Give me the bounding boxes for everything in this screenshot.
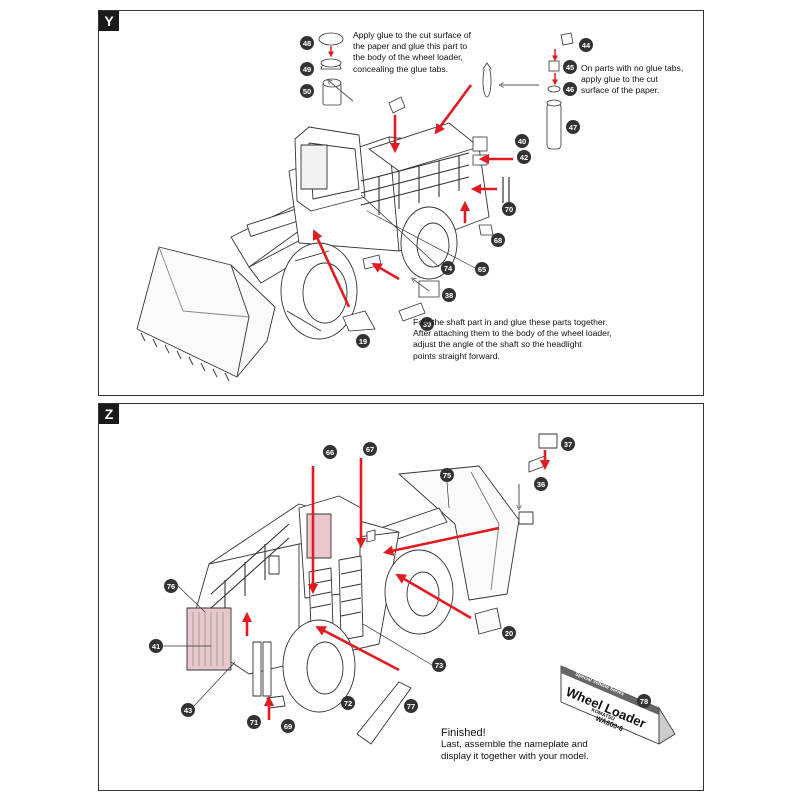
svg-text:66: 66 — [326, 448, 334, 457]
part-75-bubble: 75 — [440, 468, 454, 482]
part-45-bubble: 45 — [563, 60, 577, 74]
parts-44-47 — [342, 32, 574, 332]
part-46-bubble: 46 — [563, 82, 577, 96]
svg-text:39: 39 — [423, 320, 431, 329]
fender-part — [356, 681, 412, 745]
radiator-grille — [186, 607, 232, 671]
part-76-bubble: 76 — [164, 579, 178, 593]
svg-text:50: 50 — [303, 87, 311, 96]
svg-text:77: 77 — [407, 702, 415, 711]
svg-text:20: 20 — [505, 629, 513, 638]
svg-text:65: 65 — [478, 265, 486, 274]
svg-text:74: 74 — [444, 264, 453, 273]
svg-text:38: 38 — [445, 291, 453, 300]
svg-text:49: 49 — [303, 65, 311, 74]
part-67-bubble: 67 — [363, 442, 377, 456]
svg-text:73: 73 — [435, 661, 443, 670]
part-44-bubble: 44 — [579, 38, 593, 52]
svg-text:76: 76 — [167, 582, 175, 591]
part-40-bubble: 40 — [515, 134, 529, 148]
shaft-note: Fold the shaft part in and glue these pa… — [413, 317, 612, 361]
railing — [360, 152, 470, 215]
svg-text:71: 71 — [250, 718, 258, 727]
svg-text:36: 36 — [537, 480, 545, 489]
part-36-bubble: 36 — [534, 477, 548, 491]
svg-text:45: 45 — [566, 63, 574, 72]
part-38-bubble: 38 — [442, 288, 456, 302]
part-37-bubble: 37 — [561, 437, 575, 451]
part-bubbles-z: 37 36 66 67 75 76 41 43 71 69 72 77 73 2… — [149, 437, 651, 733]
svg-text:78: 78 — [640, 697, 648, 706]
part-70-bubble: 70 — [502, 202, 516, 216]
assembly-arrows — [241, 450, 551, 720]
svg-text:47: 47 — [569, 123, 577, 132]
step-z-panel: Z — [98, 403, 704, 791]
svg-text:75: 75 — [443, 471, 451, 480]
part-73-bubble: 73 — [432, 658, 446, 672]
part-47-bubble: 47 — [566, 120, 580, 134]
finished-body: Last, assemble the nameplate and display… — [441, 739, 589, 762]
part-42-bubble: 42 — [517, 150, 531, 164]
part-78-bubble: 78 — [637, 694, 651, 708]
bucket — [398, 465, 520, 601]
part-39-bubble: 39 — [420, 317, 434, 331]
part-50-bubble: 50 — [300, 84, 314, 98]
wheel-loader-rear-illustration — [186, 433, 558, 745]
part-bubbles-y: 48 49 50 44 45 46 47 40 42 70 68 74 65 3… — [300, 36, 593, 348]
parts-48-50 — [318, 32, 492, 114]
svg-text:48: 48 — [303, 39, 311, 48]
step-y-diagram: 48 49 50 44 45 46 47 40 42 70 68 74 65 3… — [136, 32, 593, 382]
finished-title: Finished! — [441, 727, 486, 739]
part-66-bubble: 66 — [323, 445, 337, 459]
svg-text:72: 72 — [344, 699, 352, 708]
railing — [210, 523, 290, 614]
step-y-label: Y — [99, 11, 119, 31]
step-z-diagram: Special Vehicle Series Wheel Loader KOMA… — [149, 433, 676, 745]
svg-text:46: 46 — [566, 85, 574, 94]
part-77-bubble: 77 — [404, 699, 418, 713]
svg-text:40: 40 — [518, 137, 526, 146]
part-69-bubble: 69 — [281, 719, 295, 733]
part-68-bubble: 68 — [491, 233, 505, 247]
part-43-bubble: 43 — [181, 703, 195, 717]
svg-text:44: 44 — [582, 41, 591, 50]
part-71-bubble: 71 — [247, 715, 261, 729]
svg-text:69: 69 — [284, 722, 292, 731]
svg-text:70: 70 — [505, 205, 513, 214]
part-20-bubble: 20 — [502, 626, 516, 640]
wheel-loader-illustration — [136, 122, 490, 382]
svg-text:37: 37 — [564, 440, 572, 449]
glue-part-note: Apply glue to the cut surface of the pap… — [353, 30, 471, 74]
assembly-arrows — [312, 84, 513, 308]
svg-text:19: 19 — [359, 337, 367, 346]
svg-text:42: 42 — [520, 153, 528, 162]
part-19-bubble: 19 — [356, 334, 370, 348]
part-49-bubble: 49 — [300, 62, 314, 76]
no-glue-tabs-note: On parts with no glue tabs, apply glue t… — [581, 63, 684, 96]
svg-text:67: 67 — [366, 445, 374, 454]
part-48-bubble: 48 — [300, 36, 314, 50]
step-z-label: Z — [99, 404, 119, 424]
svg-text:68: 68 — [494, 236, 502, 245]
svg-text:43: 43 — [184, 706, 192, 715]
part-41-bubble: 41 — [149, 639, 163, 653]
part-74-bubble: 74 — [441, 261, 455, 275]
part-72-bubble: 72 — [341, 696, 355, 710]
part-65-bubble: 65 — [475, 262, 489, 276]
step-y-panel: Y — [98, 10, 704, 396]
svg-text:41: 41 — [152, 642, 160, 651]
finished-note: Finished! Last, assemble the nameplate a… — [441, 727, 589, 763]
